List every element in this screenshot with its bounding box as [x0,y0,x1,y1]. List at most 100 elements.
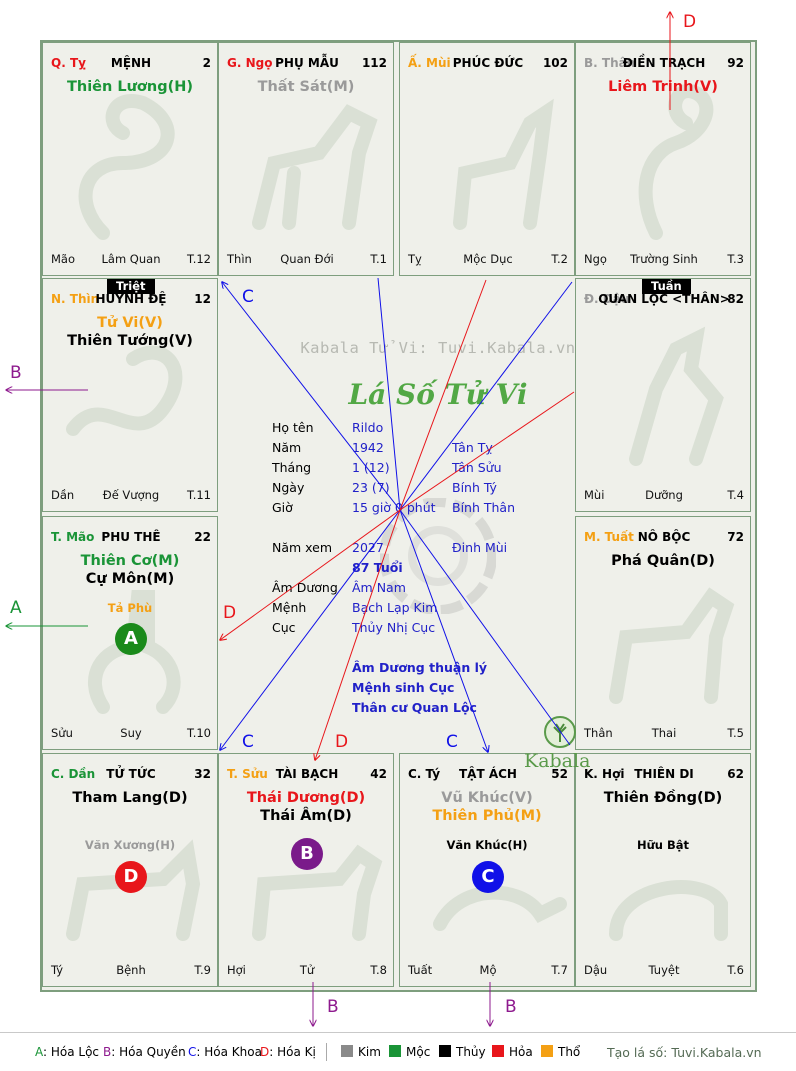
dia-chi: Mão [51,252,76,266]
palace-tuat: M. Tuất NÔ BỘC 72 Phá Quân(D) Thân Thai … [575,516,751,750]
han: T.6 [727,963,744,977]
main-stars: Tham Lang(D) [43,789,217,807]
truong-sinh: Bệnh [116,963,146,977]
truong-sinh: Trường Sinh [630,252,698,266]
chart-board: Q. Tỵ MỆNH 2 Thiên Lương(H) Mão Lâm Quan… [40,40,757,992]
han: T.5 [727,726,744,740]
han: T.3 [727,252,744,266]
palace-name: PHÚC ĐỨC [452,56,524,70]
han: T.1 [370,252,387,266]
site-link[interactable]: Tạo lá số: Tuvi.Kabala.vn [607,1045,762,1060]
main-stars: Vũ Khúc(V)Thiên Phủ(M) [400,789,574,825]
center-panel: Kabala Tử Vi: Tuvi.Kabala.vn Lá Số Tử Vi… [260,318,616,794]
hoa-circle-c: C [472,861,504,893]
legend-hoa-d: D: Hóa Kị [260,1045,316,1059]
palace-name: HUYNH ĐỆ [95,292,167,306]
kabala-tree-icon [544,716,576,748]
palace-footer: Sửu Suy T.10 [51,726,211,740]
palace-number: 102 [542,56,568,70]
palace-footer: Thìn Quan Đới T.1 [227,252,387,266]
palace-header: C. Tý TẬT ÁCH 52 [408,767,568,783]
palace-header: Đ. Dậu QUAN LỘC <THÂN> 82 [584,292,744,308]
element-swatch [541,1045,553,1057]
han: T.11 [187,488,211,502]
palace-footer: Hợi Tử T.8 [227,963,387,977]
info-row: Mệnh Bạch Lạp Kim [260,600,616,616]
palace-name: TỬ TỨC [106,767,156,781]
element-name: Hỏa [509,1045,533,1059]
dia-chi: Ngọ [584,252,607,266]
dia-chi: Tỵ [408,252,422,266]
palace-number: 42 [370,767,387,781]
can-chi: K. Hợi [584,767,625,781]
main-star: Thiên Đồng(D) [603,790,723,806]
rooster-icon [629,326,724,466]
info-value: Rildo [352,420,384,435]
truong-sinh: Lâm Quan [101,252,161,266]
info-note: Mệnh sinh Cục [352,680,455,695]
element-name: Kim [358,1045,381,1059]
element-name: Thổ [558,1045,581,1059]
legend-divider [326,1043,327,1061]
palace-footer: Mão Lâm Quan T.12 [51,252,211,266]
truong-sinh: Mộ [479,963,497,977]
main-stars: Thiên Cơ(M)Cự Môn(M) [43,552,217,588]
palace-footer: Tý Bệnh T.9 [51,963,211,977]
legend-element: Thủy [439,1045,486,1059]
dia-chi: Dần [51,488,75,502]
main-star: Tử Vi(V) [97,315,163,331]
palace-header: T. Sửu TÀI BẠCH 42 [227,767,387,783]
truong-sinh: Đế Vượng [102,488,160,502]
palace-number: 92 [727,56,744,70]
legend-text: : Hóa Quyền [111,1045,186,1059]
hoa-circle-d: D [115,861,147,893]
main-star: Tham Lang(D) [72,790,188,806]
info-label: Năm xem [272,540,333,555]
palace-number: 52 [551,767,568,781]
truong-sinh: Quan Đới [280,252,334,266]
palace-number: 22 [194,530,211,544]
can-chi: Ấ. Mùi [408,56,451,70]
palace-ti: C. Tý TẬT ÁCH 52 Vũ Khúc(V)Thiên Phủ(M) … [399,753,575,987]
palace-number: 112 [361,56,387,70]
info-label: Năm [272,440,302,455]
kabala-brand: Kabala [524,750,591,772]
arrow-label-left-a: A [10,598,22,618]
tag-thin: Triệt [107,279,155,294]
info-label: Giờ [272,500,293,515]
can-chi: C. Dần [51,767,96,781]
legend-key: B [103,1045,112,1059]
palace-header: Q. Tỵ MỆNH 2 [51,56,211,72]
palace-name: TÀI BẠCH [275,767,339,781]
palace-ty: Q. Tỵ MỆNH 2 Thiên Lương(H) Mão Lâm Quan… [42,42,218,276]
info-age: 87 Tuổi [352,560,403,575]
palace-header: G. Ngọ PHỤ MẪU 112 [227,56,387,72]
palace-name: THIÊN DI [634,767,694,781]
main-star: Thiên Phủ(M) [432,808,542,824]
main-star: Thiên Lương(H) [66,79,193,95]
horse-icon [252,104,378,230]
monkey-icon [638,84,714,240]
dia-chi: Thìn [227,252,252,266]
legend-hoa-b: B: Hóa Quyền [103,1045,186,1059]
dia-chi: Hợi [227,963,246,977]
legend-hoa-a: A: Hóa Lộc [35,1045,99,1059]
han: T.10 [187,726,211,740]
minor-star: Văn Khúc(H) [446,838,528,852]
palace-number: 2 [202,56,211,70]
dia-chi: Thân [584,726,613,740]
dia-chi: Mùi [584,488,605,502]
palace-name: NÔ BỘC [637,530,691,544]
element-swatch [389,1045,401,1057]
palace-number: 82 [727,292,744,306]
info-row: Ngày 23 (7) Bính Tý [260,480,616,496]
legend-hoa-c: C: Hóa Khoa [188,1045,262,1059]
can-chi: M. Tuất [584,530,634,544]
palace-footer: Ngọ Trường Sinh T.3 [584,252,744,266]
minor-star: Văn Xương(H) [84,838,176,852]
palace-dau: Tuần Đ. Dậu QUAN LỘC <THÂN> 82 Mùi Dưỡng… [575,278,751,512]
palace-header: T. Mão PHU THÊ 22 [51,530,211,546]
legend-key: A [35,1045,43,1059]
main-stars: Thiên Đồng(D) [576,789,750,807]
info-row: Cục Thủy Nhị Cục [260,620,616,636]
